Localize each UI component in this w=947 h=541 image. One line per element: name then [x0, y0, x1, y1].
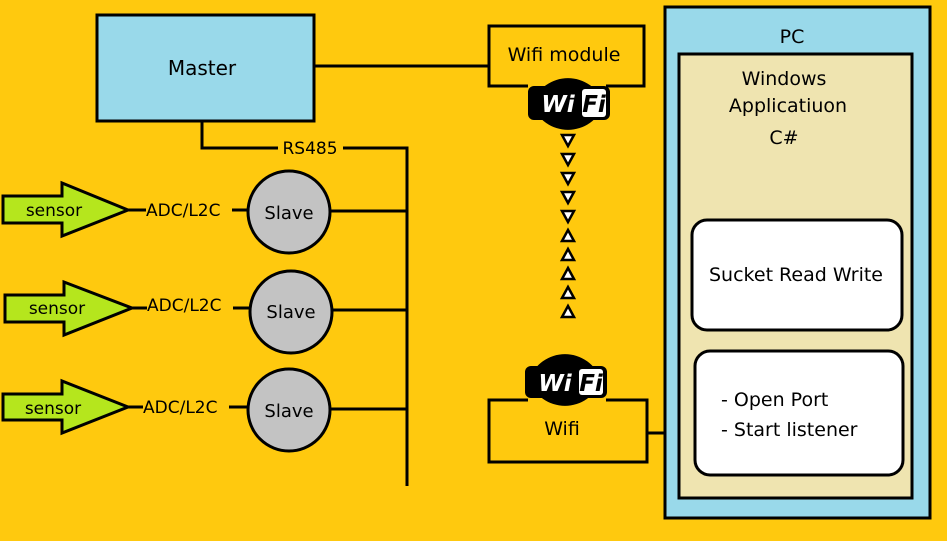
- sensor-label: sensor: [25, 399, 81, 419]
- slave-label: Slave: [264, 203, 313, 224]
- svg-text:Wi: Wi: [541, 92, 575, 118]
- master-label: Master: [168, 56, 237, 80]
- wifi-label: Wifi: [544, 418, 580, 440]
- socket-box: [690, 218, 904, 332]
- up-arrow-icon: [559, 303, 577, 319]
- down-arrow-icon: [559, 171, 577, 187]
- down-arrow-icon: [559, 133, 577, 149]
- master-node: Master: [95, 13, 316, 123]
- slave-label: Slave: [266, 302, 315, 323]
- adc-label: ADC/L2C: [147, 296, 221, 316]
- wifi-module-node: Wifi module: [487, 24, 646, 88]
- pc-label: PC: [780, 26, 805, 48]
- sensor-arrow: [3, 279, 137, 338]
- up-arrow-icon: [559, 227, 577, 243]
- slave-label: Slave: [264, 401, 313, 422]
- sensor-arrow: [1, 378, 133, 436]
- wifi-logo-icon: Wi Fi: [528, 78, 610, 130]
- rs485-label: RS485: [282, 139, 337, 159]
- svg-text:Fi: Fi: [579, 371, 604, 397]
- down-arrow-icon: [559, 209, 577, 225]
- app-title-line1: Windows: [742, 68, 827, 90]
- down-arrow-icon: [559, 152, 577, 168]
- socket-box-label: Sucket Read Write: [709, 264, 883, 286]
- wifi-module-label: Wifi module: [508, 44, 621, 66]
- up-arrow-icon: [559, 246, 577, 262]
- signal-arrows: [559, 133, 577, 319]
- port-box: [693, 349, 905, 477]
- sensor-row-1: sensor ADC/L2C Slave: [1, 169, 407, 255]
- pc-node: PC Windows Applicatiuon C# Sucket Read W…: [663, 5, 932, 520]
- up-arrow-icon: [559, 265, 577, 281]
- up-arrow-icon: [559, 284, 577, 300]
- app-title-line3: C#: [769, 127, 798, 149]
- adc-label: ADC/L2C: [143, 398, 217, 418]
- sensor-arrow: [1, 180, 133, 239]
- port-line2: - Start listener: [721, 419, 858, 441]
- slave-node: [248, 269, 334, 355]
- sensor-label: sensor: [26, 201, 82, 221]
- svg-text:Fi: Fi: [582, 92, 607, 118]
- wifi-logo-icon: Wi Fi: [525, 354, 607, 406]
- app-title-line2: Applicatiuon: [729, 95, 847, 117]
- down-arrow-icon: [559, 190, 577, 206]
- port-line1: - Open Port: [721, 389, 828, 411]
- svg-text:Wi: Wi: [538, 371, 572, 397]
- wifi-node: Wifi: [487, 398, 649, 464]
- adc-label: ADC/L2C: [146, 201, 220, 221]
- sensor-row-3: sensor ADC/L2C Slave: [1, 367, 407, 453]
- rs485-bus: RS485: [200, 121, 409, 486]
- sensor-row-2: sensor ADC/L2C Slave: [3, 269, 407, 355]
- sensor-label: sensor: [29, 299, 85, 319]
